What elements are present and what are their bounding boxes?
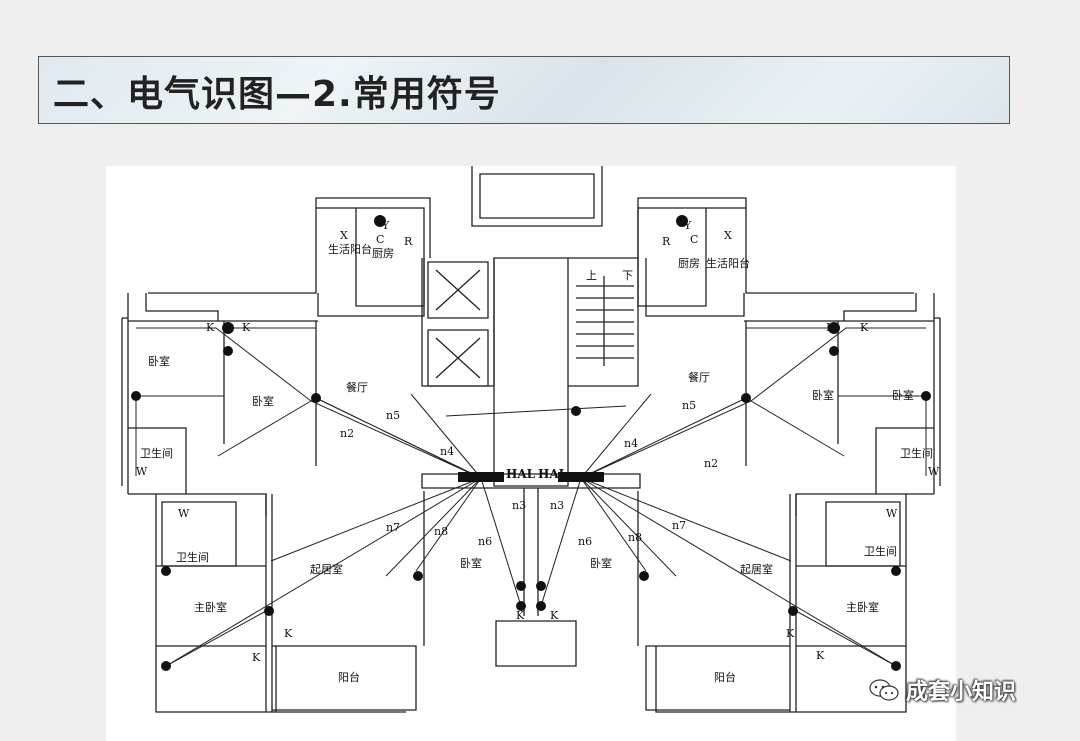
stair-label: 下 <box>622 269 633 282</box>
panel-label: HAL <box>538 467 568 481</box>
symbol-label: C <box>376 233 385 246</box>
symbol-label: K <box>816 649 825 662</box>
wire-label: n2 <box>704 457 719 470</box>
room-label: 卫生间 <box>864 545 897 558</box>
wire-label: n3 <box>550 499 565 512</box>
symbol-label: R <box>404 235 413 248</box>
room-label: 卫生间 <box>140 447 173 460</box>
wire-label: n6 <box>478 535 493 548</box>
symbol-label: K <box>252 651 261 664</box>
room-label: 厨房 <box>372 247 394 260</box>
symbol-label: W <box>886 507 898 520</box>
room-label: 生活阳台 <box>706 257 750 270</box>
symbol-label: R <box>662 235 671 248</box>
room-label: 餐厅 <box>688 371 710 384</box>
watermark: 成套小知识 <box>868 674 1016 706</box>
symbol-label: K <box>786 627 795 640</box>
room-label: 卧室 <box>590 557 612 570</box>
symbol-label: K <box>206 321 215 334</box>
symbol-label: X <box>724 229 732 242</box>
room-label: 卧室 <box>892 389 914 402</box>
wire-label: n7 <box>672 519 687 532</box>
room-label: 阳台 <box>714 671 736 684</box>
symbol-label: Y <box>382 219 390 232</box>
wire-label: n5 <box>386 409 401 422</box>
wire-label: n4 <box>624 437 639 450</box>
room-label: 起居室 <box>310 563 343 576</box>
symbol-label: K <box>826 321 835 334</box>
floor-plan-drawing <box>121 166 941 713</box>
wire-label: n4 <box>440 445 455 458</box>
room-label: 起居室 <box>740 563 773 576</box>
stair-label: 上 <box>586 269 597 282</box>
wire-label: n5 <box>682 399 697 412</box>
symbol-label: C <box>690 233 699 246</box>
title-banner: 二、电气识图—2.常用符号 <box>38 56 1010 124</box>
wire-label: n8 <box>434 525 449 538</box>
symbol-label: X <box>340 229 348 242</box>
wire-label: n8 <box>628 531 643 544</box>
wechat-icon <box>869 679 899 701</box>
room-label: 厨房 <box>678 257 700 270</box>
symbol-label: W <box>928 465 940 478</box>
room-label: 卫生间 <box>900 447 933 460</box>
floor-plan: 生活阳台 厨房 厨房 生活阳台 餐厅 餐厅 卧室 卧室 卧室 卧室 卫生间 卫生… <box>106 166 956 741</box>
symbol-label: K <box>284 627 293 640</box>
room-label: 卧室 <box>148 355 170 368</box>
room-label: 卧室 <box>812 389 834 402</box>
watermark-text: 成套小知识 <box>906 680 1017 705</box>
symbol-label: W <box>136 465 148 478</box>
wire-label: n2 <box>340 427 355 440</box>
panel-label: HAL <box>506 467 536 481</box>
wire-label: n6 <box>578 535 593 548</box>
room-label: 餐厅 <box>346 381 368 394</box>
room-label: 阳台 <box>338 671 360 684</box>
symbol-label: K <box>242 321 251 334</box>
room-label: 生活阳台 <box>328 243 372 256</box>
symbol-label: Y <box>684 219 692 232</box>
symbol-label: K <box>550 609 559 622</box>
symbol-label: K <box>516 609 525 622</box>
symbol-label: K <box>860 321 869 334</box>
wire-label: n7 <box>386 521 401 534</box>
page-title: 二、电气识图—2.常用符号 <box>53 74 501 115</box>
room-label: 卧室 <box>460 557 482 570</box>
wire-label: n3 <box>512 499 527 512</box>
symbol-label: W <box>178 507 190 520</box>
room-label: 卫生间 <box>176 551 209 564</box>
room-label: 主卧室 <box>846 601 879 614</box>
room-label: 卧室 <box>252 395 274 408</box>
room-label: 主卧室 <box>194 601 227 614</box>
